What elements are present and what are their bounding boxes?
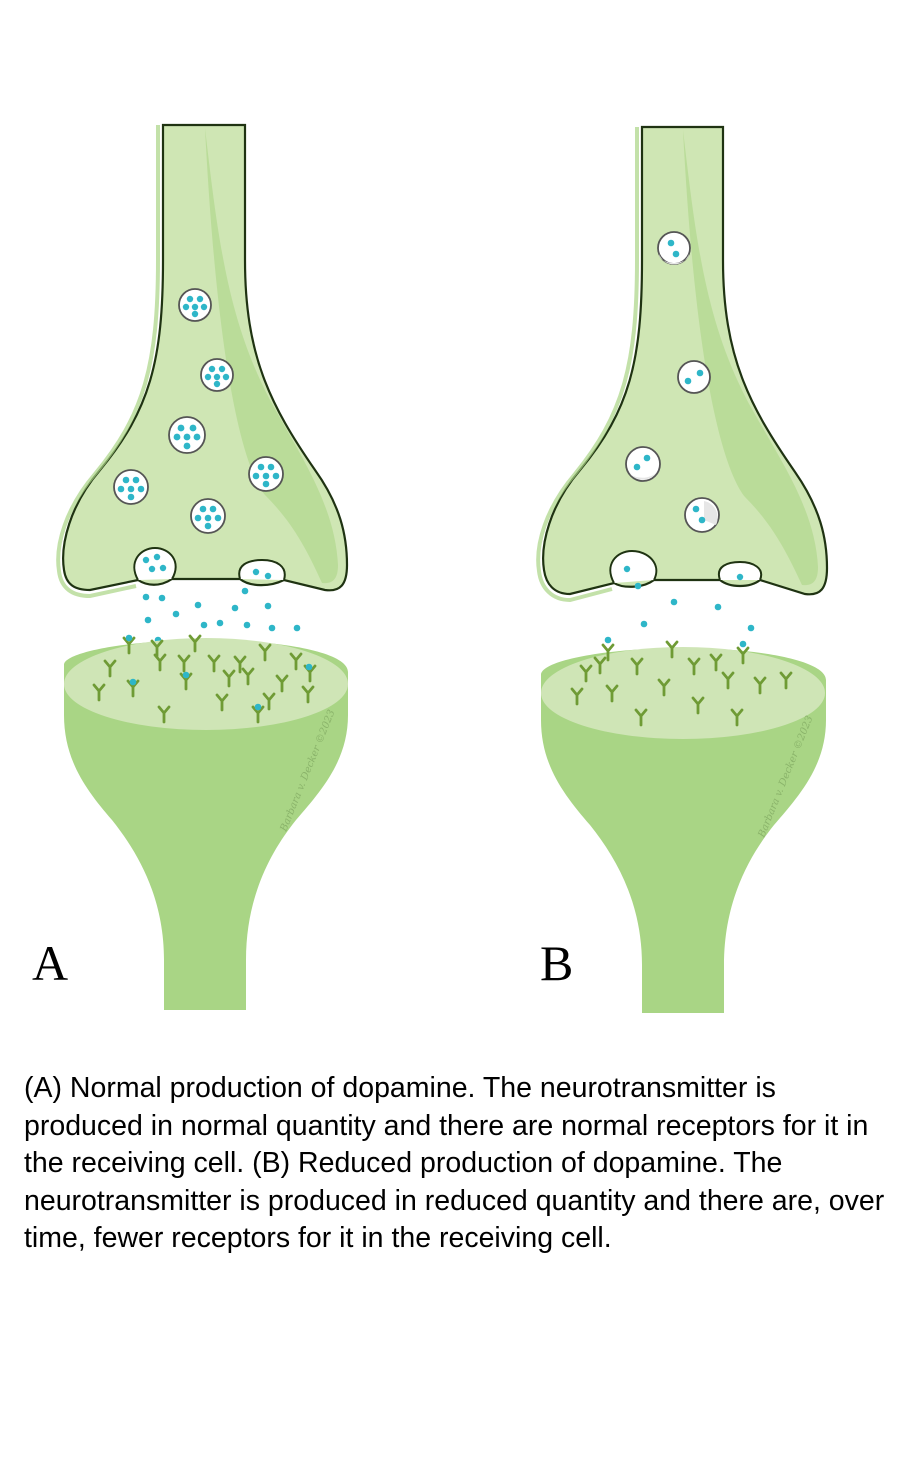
vesicle <box>677 360 711 394</box>
fusing-vesicle <box>133 546 177 581</box>
dopamine-bound-a <box>125 634 313 711</box>
panel-b: Barbara v. Decker ©2023 <box>536 125 829 1013</box>
fusing-vesicle <box>717 560 763 581</box>
postsynaptic-dendrite-b: Barbara v. Decker ©2023 <box>541 647 826 1013</box>
dopamine-bound-b <box>604 636 747 648</box>
vesicle <box>168 416 206 454</box>
vesicle <box>113 469 149 505</box>
fusing-vesicle <box>609 549 658 584</box>
vesicles-b <box>609 231 763 584</box>
vesicles-a <box>113 288 286 581</box>
postsynaptic-dendrite-a: Barbara v. Decker ©2023 <box>64 638 348 1010</box>
vesicle <box>657 231 691 265</box>
panel-label-a: A <box>32 935 69 991</box>
synapse-diagram: Barbara v. Decker ©2023 <box>56 123 829 1013</box>
dopamine-cleft-b <box>634 582 755 656</box>
vesicle <box>200 358 234 392</box>
figure-caption: (A) Normal production of dopamine. The n… <box>24 1072 885 1254</box>
panel-label-b: B <box>540 935 574 991</box>
vesicle <box>684 497 720 533</box>
vesicle <box>625 446 661 482</box>
vesicle <box>248 456 284 492</box>
presynaptic-terminal-b <box>536 125 829 603</box>
fusing-vesicle <box>238 558 286 581</box>
panel-a: Barbara v. Decker ©2023 <box>56 123 349 1010</box>
vesicle <box>178 288 212 322</box>
vesicle <box>190 498 226 534</box>
